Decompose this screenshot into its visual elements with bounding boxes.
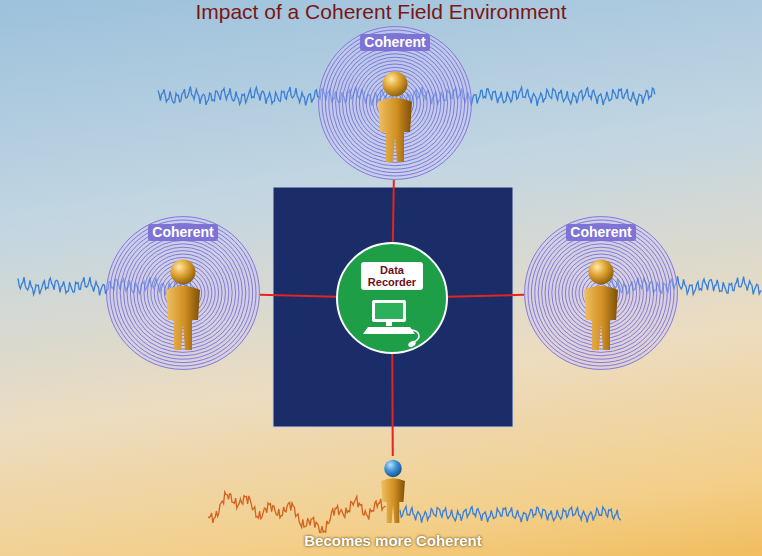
field-ring xyxy=(120,230,246,356)
field-ring xyxy=(117,227,249,359)
field-ring xyxy=(545,237,657,349)
signal-waves xyxy=(18,86,762,532)
signal-link xyxy=(391,354,393,456)
person-node: Becomes more Coherent xyxy=(295,456,491,552)
coherent-field: Coherent xyxy=(106,216,260,370)
field-ring xyxy=(538,230,664,356)
person-body xyxy=(378,98,412,162)
person-head xyxy=(589,260,614,285)
signal-wave xyxy=(208,492,386,533)
computer-icon xyxy=(363,300,419,348)
title: Impact of a Coherent Field Environment xyxy=(0,0,762,24)
person-figure xyxy=(381,460,405,523)
field-ring xyxy=(107,217,260,370)
state-label: Coherent xyxy=(566,224,635,241)
signal-link xyxy=(448,295,524,297)
field-ring xyxy=(124,234,243,353)
field-ring xyxy=(332,40,458,166)
field-disc xyxy=(106,216,260,370)
result-label: Becomes more Coherent xyxy=(301,532,485,550)
signal-wave xyxy=(400,506,621,522)
person-body xyxy=(584,286,618,350)
field-ring xyxy=(110,220,256,366)
field-ring xyxy=(113,223,252,362)
field-ring xyxy=(329,37,461,169)
state-label: Coherent xyxy=(360,34,429,51)
person-head xyxy=(384,460,402,478)
person-head xyxy=(383,72,408,97)
data-recorder: Data Recorder xyxy=(336,242,448,354)
field-ring xyxy=(535,227,667,359)
state-label: Coherent xyxy=(148,224,217,241)
person-head xyxy=(171,260,196,285)
person-figure xyxy=(378,72,412,163)
field-ring xyxy=(325,33,464,172)
coherent-field: Coherent xyxy=(524,216,678,370)
person-figure xyxy=(584,260,618,351)
field-ring xyxy=(127,237,239,349)
field-ring xyxy=(542,234,661,353)
field-ring xyxy=(319,27,472,180)
field-ring xyxy=(528,220,674,366)
field-ring xyxy=(322,30,468,176)
coherent-field: Coherent xyxy=(318,26,472,180)
field-ring xyxy=(336,44,455,163)
signal-link xyxy=(392,180,395,242)
device-label: Data Recorder xyxy=(361,262,423,290)
person-body xyxy=(166,286,200,350)
field-ring xyxy=(525,217,678,370)
field-disc xyxy=(524,216,678,370)
field-disc xyxy=(318,26,472,180)
node-shape xyxy=(336,242,448,354)
person-figure xyxy=(166,260,200,351)
person-body xyxy=(381,478,405,523)
recorder-disc xyxy=(337,243,447,353)
field-ring xyxy=(531,223,670,362)
signal-link xyxy=(260,295,336,297)
